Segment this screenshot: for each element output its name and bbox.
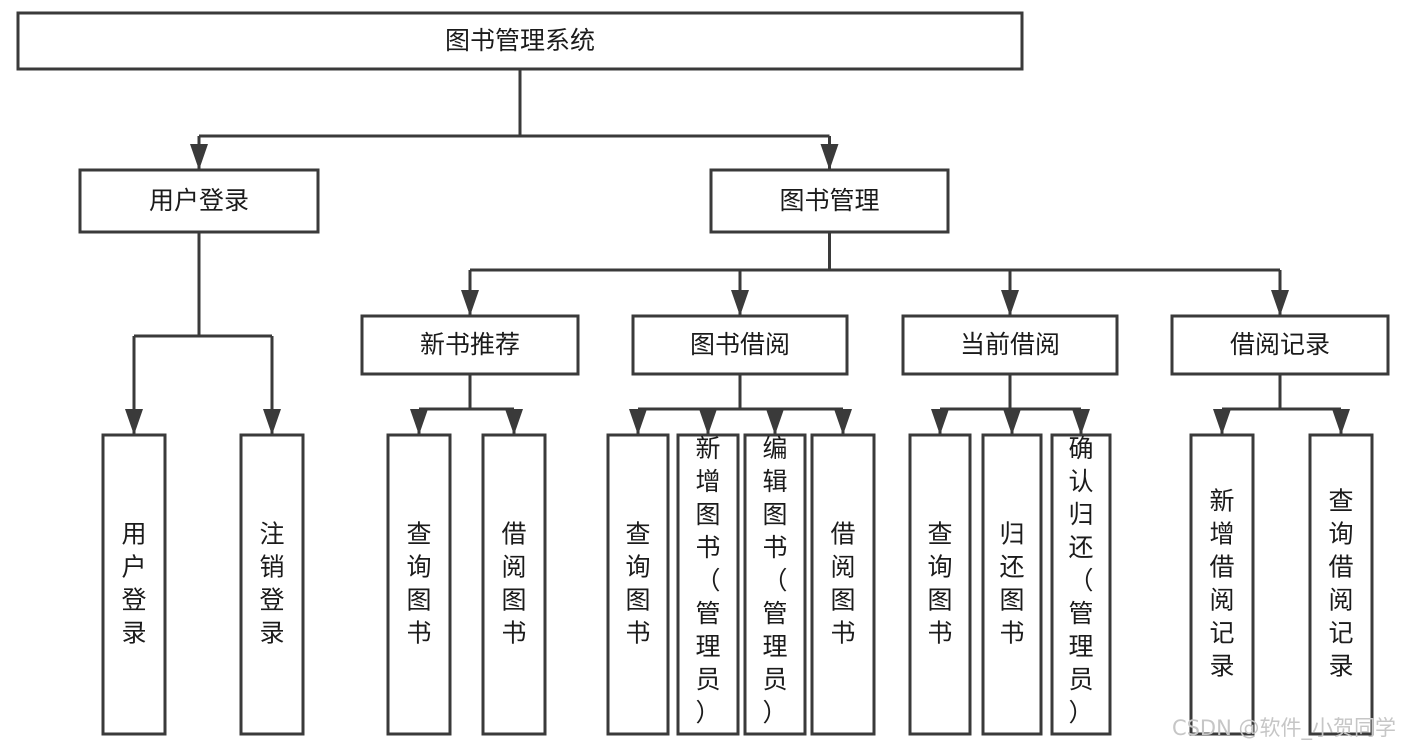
arrow-head-icon [1213, 409, 1231, 435]
node-box-leaf-bb-edit [743, 433, 807, 736]
csdn-watermark: CSDN @软件_小贺同学 [1172, 716, 1396, 741]
node-box-leaf-bb-query [606, 433, 670, 736]
node-label-root: 图书管理系统 [445, 26, 595, 55]
arrow-head-icon [263, 409, 281, 435]
node-leaf-bb-query[interactable]: 查询图书 [606, 433, 670, 736]
node-leaf-user-logout[interactable]: 注销登录 [239, 433, 305, 736]
node-label-book-manage: 图书管理 [779, 186, 879, 215]
node-current-borrow[interactable]: 当前借阅 [901, 314, 1119, 376]
node-leaf-bb-edit[interactable]: 编辑图书（管理员） [743, 433, 807, 736]
edge-group-book-manage [461, 232, 1289, 316]
node-box-leaf-cb-return [981, 433, 1043, 736]
node-leaf-br-query[interactable]: 查询借阅记录 [1308, 433, 1374, 736]
arrow-head-icon [834, 409, 852, 435]
node-box-leaf-cb-query [908, 433, 972, 736]
node-box-current-borrow [901, 314, 1119, 376]
node-box-leaf-user-logout [239, 433, 305, 736]
arrow-head-icon [190, 144, 208, 170]
arrow-head-icon [410, 409, 428, 435]
node-layer: 图书管理系统用户登录图书管理新书推荐图书借阅当前借阅借阅记录用户登录注销登录查询… [16, 11, 1390, 736]
node-borrow-record[interactable]: 借阅记录 [1170, 314, 1390, 376]
arrow-head-icon [820, 144, 839, 170]
arrow-head-icon [766, 409, 784, 435]
node-label-leaf-bb-query: 查询图书 [625, 520, 650, 648]
node-label-new-book-rec: 新书推荐 [420, 330, 520, 359]
node-label-borrow-record: 借阅记录 [1230, 330, 1330, 359]
node-label-leaf-cb-confirm: 确认归还（管理员） [1068, 434, 1093, 727]
arrow-head-icon [461, 290, 479, 316]
node-label-current-borrow: 当前借阅 [960, 330, 1060, 359]
node-label-leaf-bb-add: 新增图书（管理员） [695, 434, 720, 727]
node-new-book-rec[interactable]: 新书推荐 [360, 314, 580, 376]
edge-group-new-book-rec [410, 374, 523, 435]
node-leaf-cb-confirm[interactable]: 确认归还（管理员） [1050, 433, 1112, 736]
node-label-leaf-rec-borrow: 借阅图书 [501, 520, 526, 648]
edge-group-borrow-record [1213, 374, 1350, 435]
node-box-new-book-rec [360, 314, 580, 376]
node-label-leaf-br-add: 新增借阅记录 [1209, 487, 1234, 681]
node-label-leaf-rec-query: 查询图书 [406, 520, 431, 648]
node-root[interactable]: 图书管理系统 [16, 11, 1024, 71]
arrow-head-icon [125, 409, 143, 435]
node-box-leaf-br-add [1189, 433, 1255, 736]
node-leaf-rec-borrow[interactable]: 借阅图书 [481, 433, 547, 736]
node-leaf-cb-query[interactable]: 查询图书 [908, 433, 972, 736]
node-leaf-br-add[interactable]: 新增借阅记录 [1189, 433, 1255, 736]
node-box-leaf-rec-borrow [481, 433, 547, 736]
node-box-leaf-cb-confirm [1050, 433, 1112, 736]
arrow-head-icon [1072, 409, 1090, 435]
node-box-user-login [78, 168, 320, 234]
node-box-leaf-br-query [1308, 433, 1374, 736]
arrow-head-icon [629, 409, 647, 435]
node-box-borrow-record [1170, 314, 1390, 376]
node-box-leaf-bb-add [676, 433, 740, 736]
node-leaf-bb-borrow[interactable]: 借阅图书 [810, 433, 876, 736]
edge-group-user-login [125, 232, 281, 435]
edge-group-root [190, 69, 839, 170]
node-leaf-bb-add[interactable]: 新增图书（管理员） [676, 433, 740, 736]
node-leaf-rec-query[interactable]: 查询图书 [386, 433, 452, 736]
node-label-leaf-user-logout: 注销登录 [259, 520, 284, 648]
node-box-leaf-rec-query [386, 433, 452, 736]
node-label-leaf-bb-borrow: 借阅图书 [830, 520, 855, 648]
node-box-root [16, 11, 1024, 71]
node-label-leaf-cb-query: 查询图书 [927, 520, 952, 648]
node-label-leaf-cb-return: 归还图书 [999, 520, 1024, 648]
node-box-leaf-bb-borrow [810, 433, 876, 736]
arrow-head-icon [1003, 409, 1021, 435]
arrow-head-icon [505, 409, 523, 435]
arrow-head-icon [1001, 290, 1019, 316]
arrow-head-icon [931, 409, 949, 435]
arrow-head-icon [1332, 409, 1350, 435]
node-leaf-user-login[interactable]: 用户登录 [101, 433, 167, 736]
connector-layer [125, 69, 1350, 435]
node-box-book-borrow [631, 314, 849, 376]
node-box-book-manage [709, 168, 950, 234]
arrow-head-icon [1271, 290, 1289, 316]
node-box-leaf-user-login [101, 433, 167, 736]
node-book-manage[interactable]: 图书管理 [709, 168, 950, 234]
node-leaf-cb-return[interactable]: 归还图书 [981, 433, 1043, 736]
edge-group-current-borrow [931, 374, 1090, 435]
arrow-head-icon [699, 409, 717, 435]
node-user-login[interactable]: 用户登录 [78, 168, 320, 234]
node-label-user-login: 用户登录 [149, 186, 249, 215]
node-book-borrow[interactable]: 图书借阅 [631, 314, 849, 376]
node-label-leaf-bb-edit: 编辑图书（管理员） [762, 434, 787, 727]
node-label-leaf-br-query: 查询借阅记录 [1328, 487, 1353, 681]
arrow-head-icon [731, 290, 749, 316]
edge-group-book-borrow [629, 374, 852, 435]
node-label-book-borrow: 图书借阅 [690, 330, 790, 359]
node-label-leaf-user-login: 用户登录 [121, 520, 146, 648]
